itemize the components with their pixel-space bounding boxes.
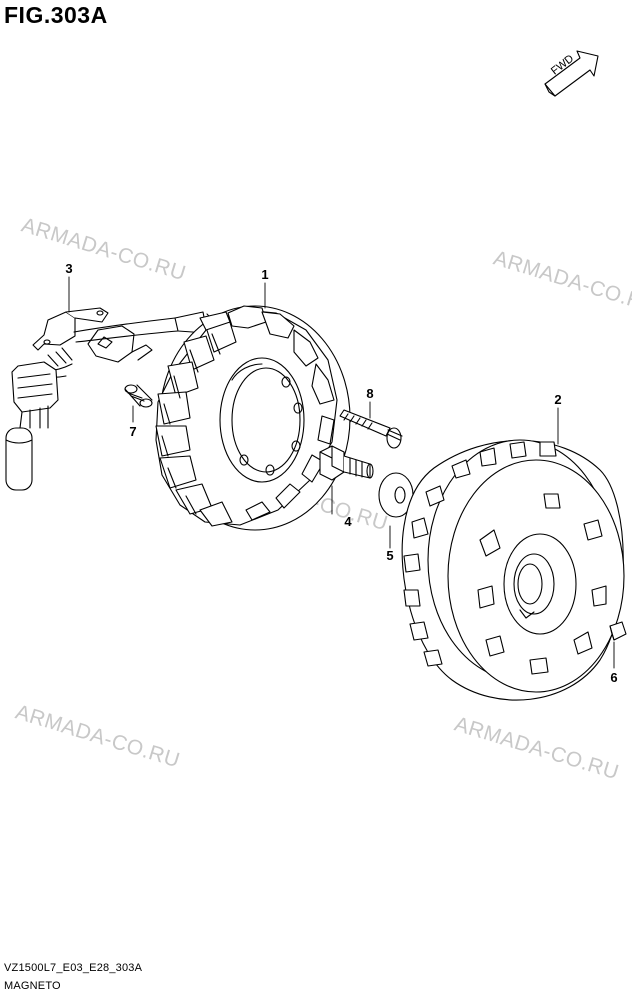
part-1-stator [155, 305, 351, 531]
callout-2: 2 [554, 392, 562, 407]
drawing-name: MAGNETO [4, 980, 61, 992]
callout-6: 6 [610, 670, 618, 685]
callout-4: 4 [344, 514, 352, 529]
part-6-key [609, 621, 627, 641]
part-2-rotor [401, 439, 625, 701]
leader-lines [68, 276, 615, 669]
part-3-wire-harness [5, 307, 212, 491]
part-4-stud-bolt [319, 445, 374, 481]
callout-5: 5 [386, 548, 394, 563]
callout-8: 8 [366, 386, 374, 401]
callout-7: 7 [129, 424, 137, 439]
part-7-screw [124, 384, 153, 408]
part-8-bolt [339, 409, 403, 449]
callout-1: 1 [261, 267, 269, 282]
fwd-arrow-icon [544, 50, 599, 97]
drawing-code: VZ1500L7_E03_E28_303A [4, 962, 143, 974]
figure-title: FIG.303A [4, 2, 108, 28]
callout-3: 3 [65, 261, 73, 276]
